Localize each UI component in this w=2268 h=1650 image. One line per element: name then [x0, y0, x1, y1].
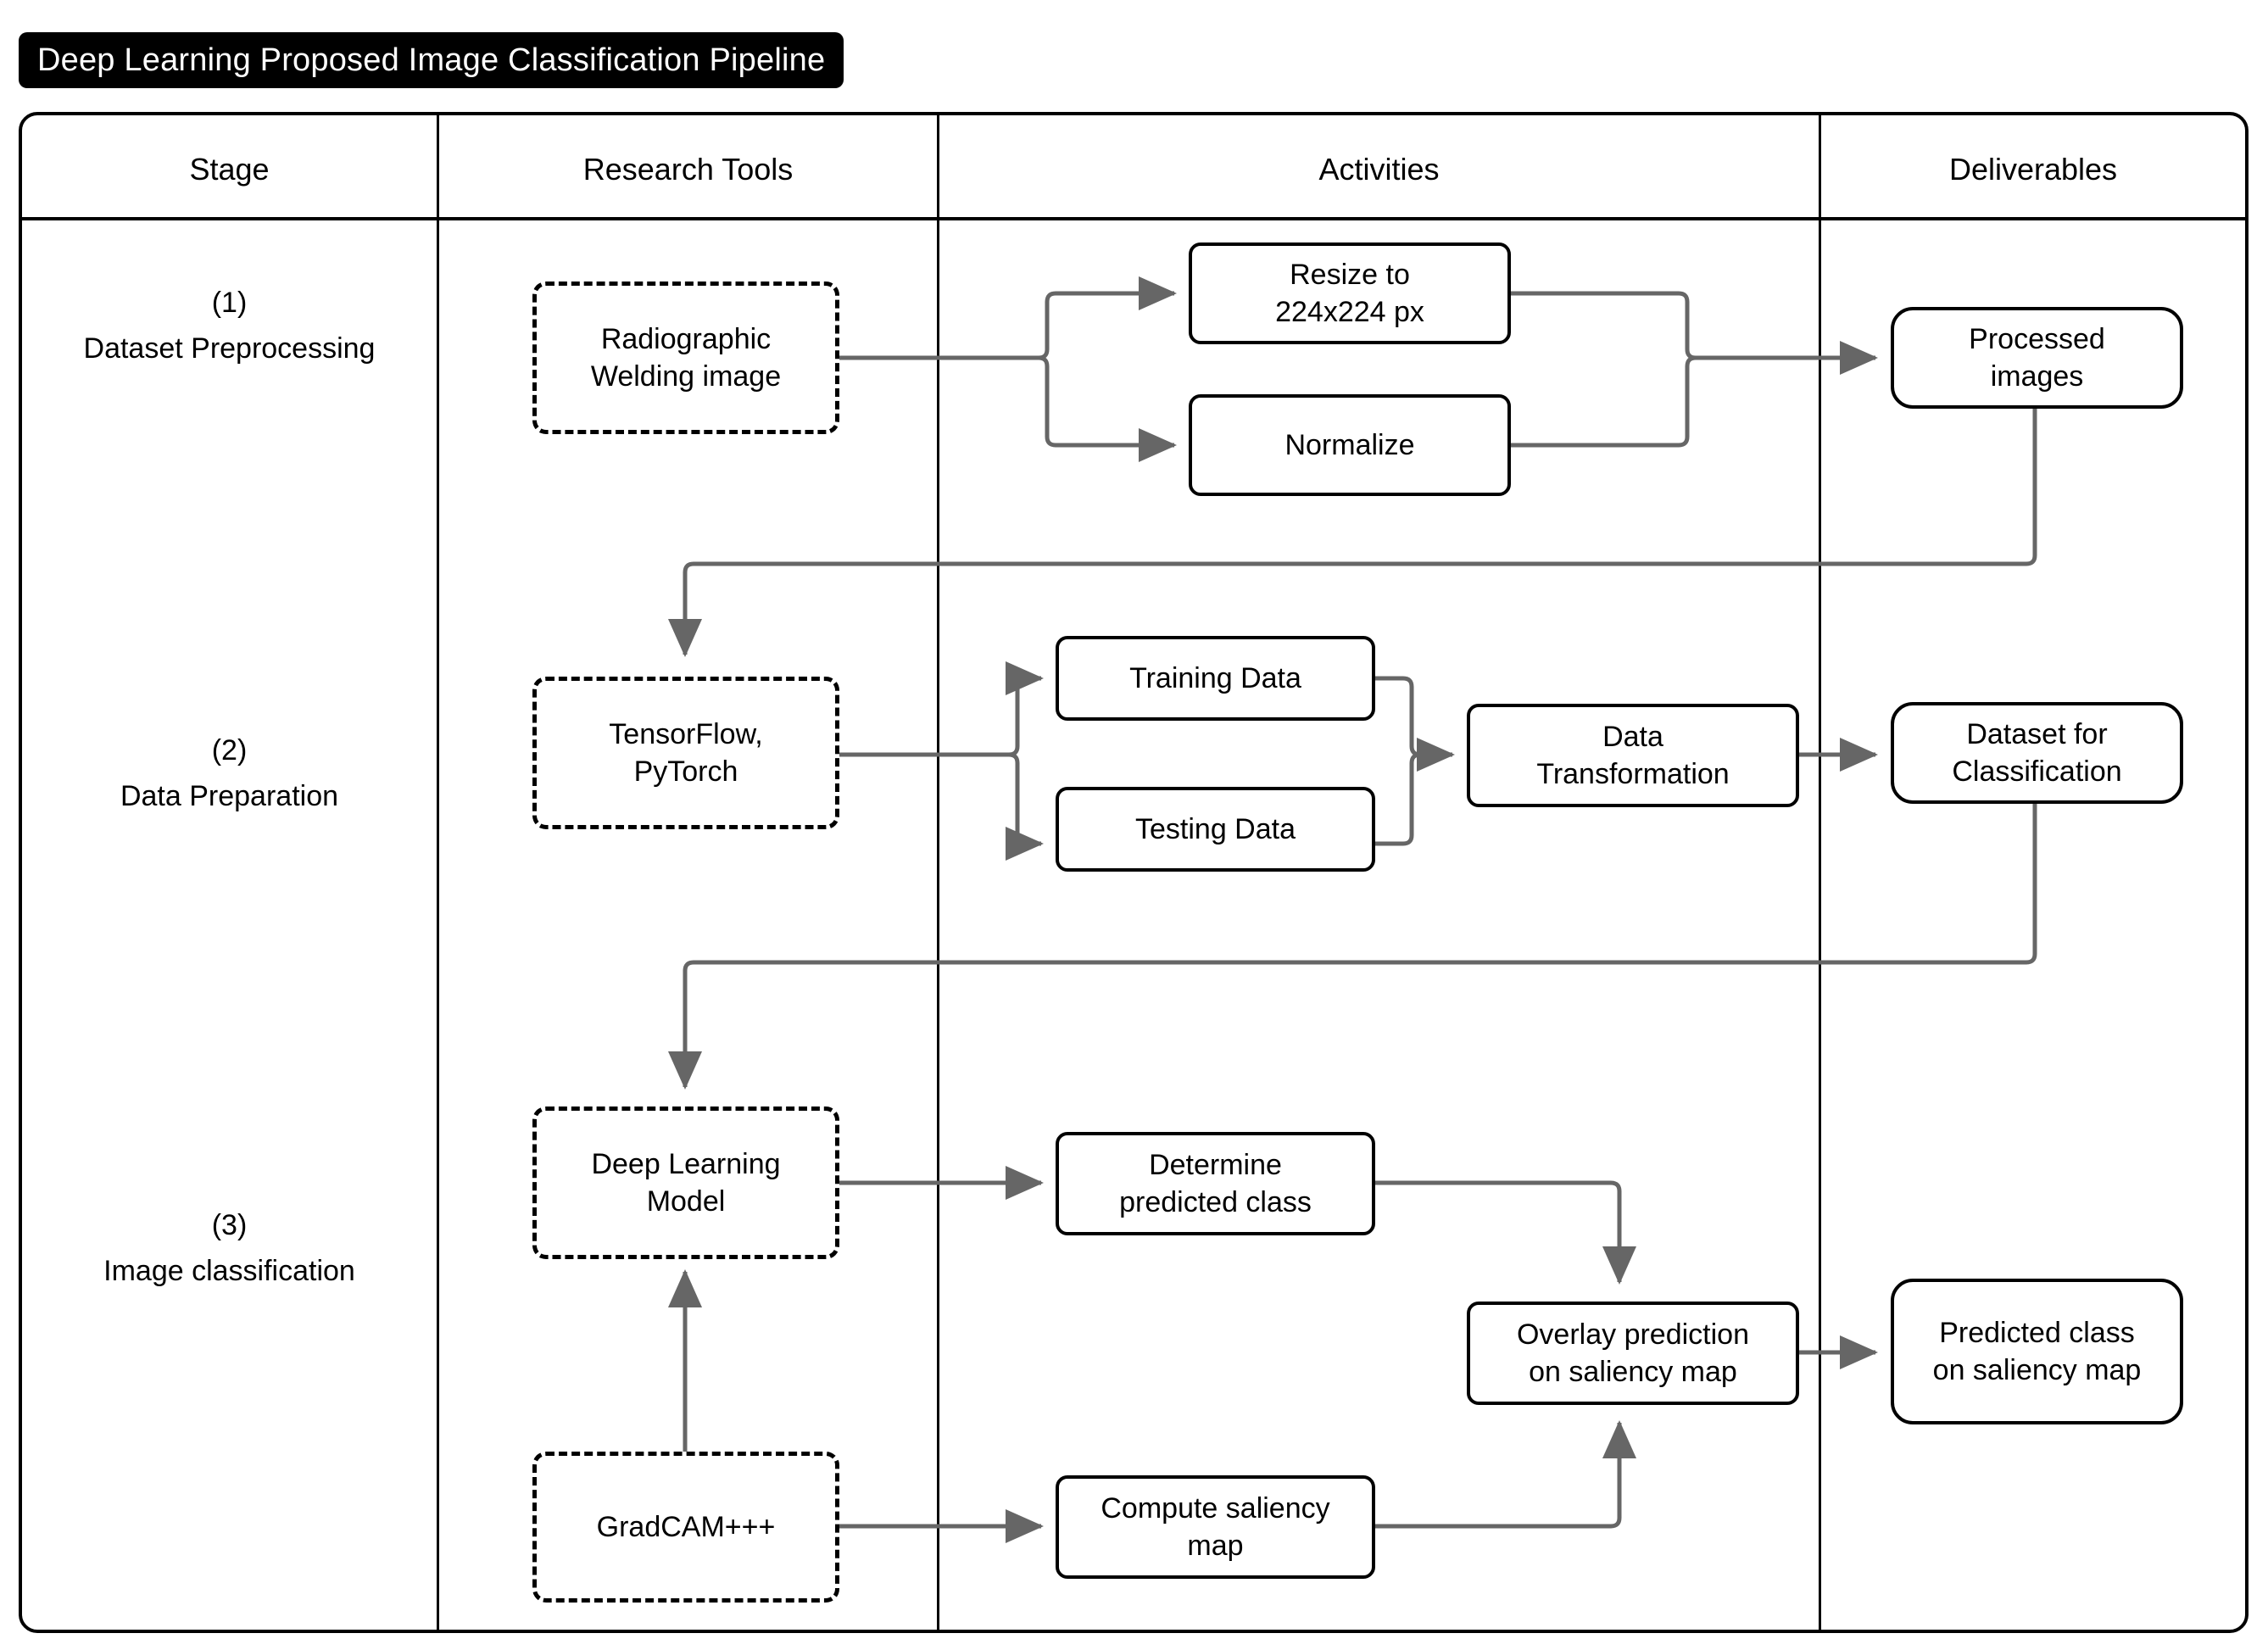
wire-processed-to-tensorflow: [668, 408, 2037, 658]
wire-dataset-to-model: [668, 804, 2037, 1090]
stage-label-1: (1) Dataset Preprocessing: [22, 280, 437, 371]
wire-testing-to-merge: [1375, 752, 1421, 846]
node-gradcam[interactable]: GradCAM+++: [532, 1452, 839, 1603]
wire-saliency-to-overlay: [1375, 1419, 1636, 1529]
node-tensorflow-pytorch[interactable]: TensorFlow,PyTorch: [532, 677, 839, 829]
node-label: GradCAM+++: [596, 1510, 776, 1543]
stage-label-2: (2) Data Preparation: [22, 727, 437, 819]
wire-split-to-training: [996, 661, 1045, 757]
header-divider: [19, 217, 2248, 220]
wire-determine-to-overlay: [1375, 1180, 1636, 1285]
column-divider-stage-tools: [437, 112, 439, 1633]
wire-training-to-merge: [1375, 676, 1456, 772]
column-header-research-tools: Research Tools: [582, 152, 794, 187]
stage-name-3: Image classification: [103, 1255, 355, 1287]
node-normalize[interactable]: Normalize: [1189, 394, 1511, 496]
column-header-stage: Stage: [189, 152, 270, 187]
stage-label-3: (3) Image classification: [22, 1202, 437, 1294]
stage-number-3: (3): [211, 1209, 248, 1241]
wire-split-to-testing: [996, 752, 1045, 861]
node-label: Normalize: [1284, 428, 1415, 461]
stage-number-1: (1): [211, 287, 248, 319]
diagram-title-banner: Deep Learning Proposed Image Classificat…: [19, 32, 844, 88]
column-divider-activities-deliverables: [1819, 112, 1821, 1633]
column-header-deliverables: Deliverables: [1948, 152, 2118, 187]
column-header-activities: Activities: [1318, 152, 1440, 187]
node-label: TensorFlow,PyTorch: [609, 717, 763, 788]
stage-name-2: Data Preparation: [120, 780, 339, 812]
node-training-data[interactable]: Training Data: [1056, 636, 1375, 721]
node-label: Training Data: [1129, 661, 1301, 694]
wire-normalize-to-merge: [1511, 355, 1697, 448]
column-divider-tools-activities: [937, 112, 939, 1633]
node-label: Testing Data: [1135, 812, 1296, 845]
stage-name-1: Dataset Preprocessing: [83, 332, 376, 365]
wire-split-to-resize: [1022, 276, 1178, 360]
wire-resize-to-merge: [1511, 291, 1879, 375]
node-testing-data[interactable]: Testing Data: [1056, 787, 1375, 872]
wire-split-to-normalize: [1022, 355, 1178, 462]
diagram-title: Deep Learning Proposed Image Classificat…: [37, 42, 826, 78]
stage-number-2: (2): [211, 734, 248, 766]
